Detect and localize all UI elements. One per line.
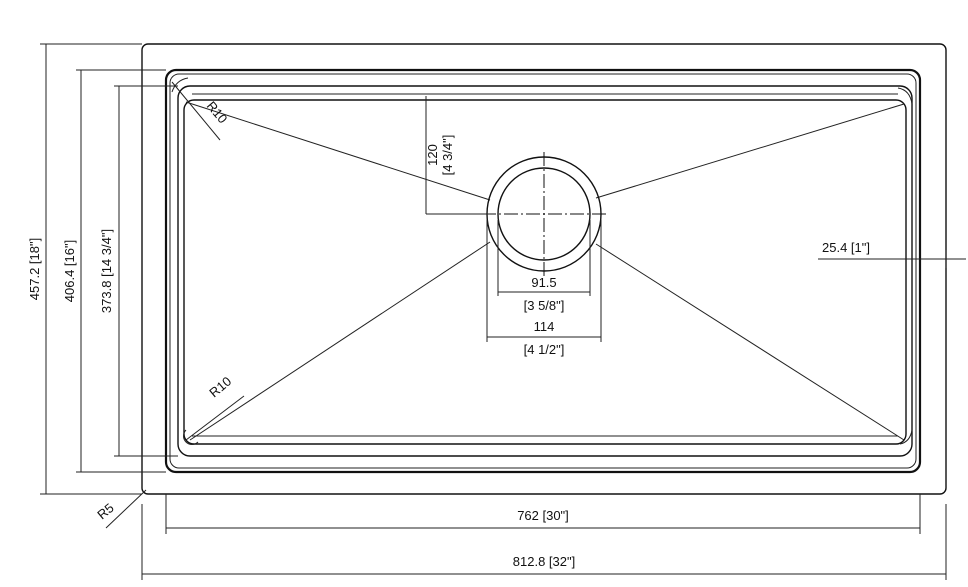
svg-text:[4 3/4"]: [4 3/4"] — [440, 135, 455, 176]
slope-line-top-left — [185, 101, 491, 201]
radius-bottom-leader — [185, 395, 245, 441]
drain-inner-imperial: [3 5/8"] — [524, 298, 565, 313]
bowl-outer-outline — [164, 68, 922, 474]
rim-width-label: 25.4 [1"] — [822, 240, 870, 255]
outer-bowl-depth-label: 406.4 [16"] — [62, 240, 77, 302]
overall-width-label: 812.8 [32"] — [513, 554, 575, 569]
drain-outer-imperial: [4 1/2"] — [524, 342, 565, 357]
corner-arc-bottom-right — [899, 429, 913, 445]
bowl-rim-line — [169, 73, 917, 469]
bowl-floor-outline — [183, 99, 907, 445]
drain-inner-value: 91.5 — [531, 275, 556, 290]
bowl-inner-outline — [177, 85, 913, 457]
sink-outer-outline — [141, 43, 947, 495]
corner-arc-top-right — [897, 87, 913, 105]
svg-text:120: 120 — [425, 144, 440, 166]
corner-arc-bottom-left — [183, 429, 199, 445]
radius-bottom-label: R10 — [206, 373, 234, 400]
radius-top-label: R10 — [204, 98, 231, 126]
inner-bowl-depth-label: 373.8 [14 3/4"] — [99, 229, 114, 313]
bowl-width-label: 762 [30"] — [517, 508, 569, 523]
radius-top-leader — [171, 81, 221, 141]
corner-arc-top-left — [171, 77, 189, 93]
overall-depth-label: 457.2 [18"] — [27, 238, 42, 300]
radius-corner-leader — [105, 489, 147, 529]
drain-outer-value: 114 — [534, 319, 555, 334]
drain-offset-label: 120 [4 3/4"] — [425, 135, 455, 176]
slope-line-bottom-left — [189, 241, 491, 441]
drain-inner-circle — [497, 167, 591, 261]
radius-corner-label: R5 — [94, 500, 116, 522]
slope-line-top-right — [595, 103, 905, 199]
slope-line-bottom-right — [595, 243, 905, 441]
